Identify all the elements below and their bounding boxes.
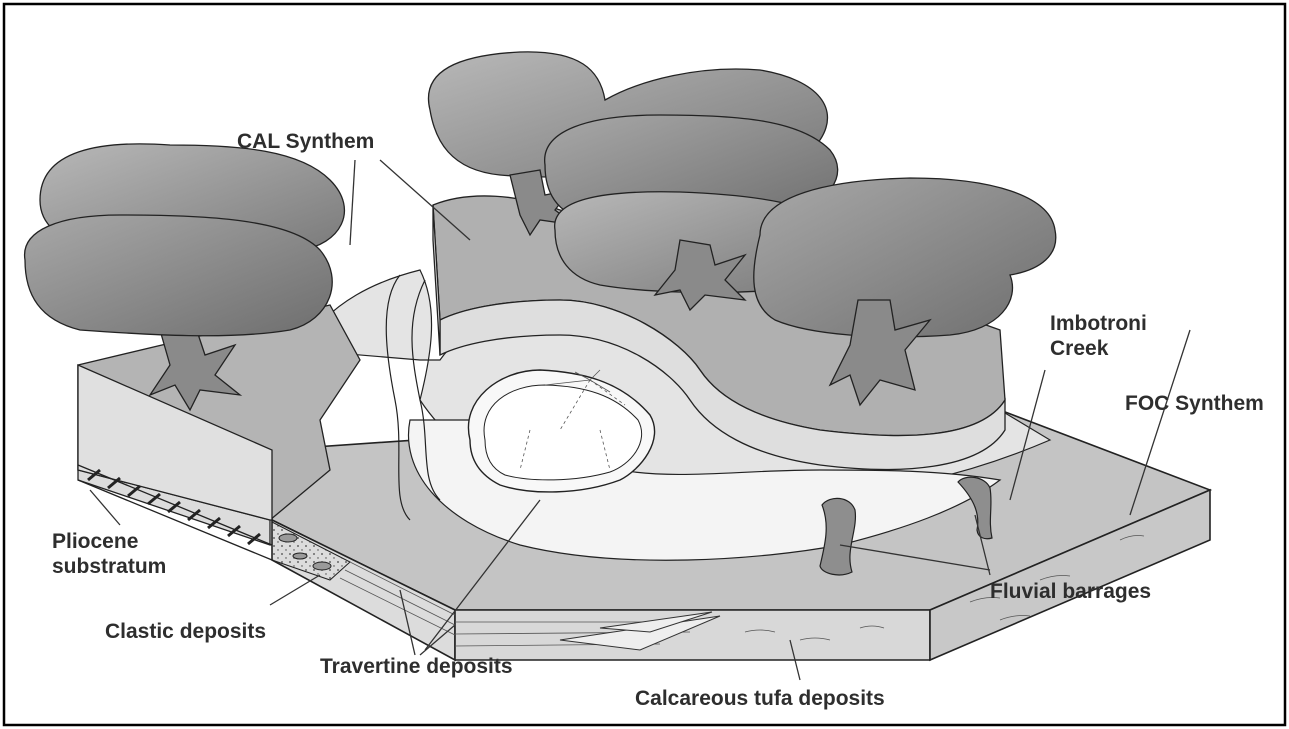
label-clastic-deposits: Clastic deposits — [105, 620, 266, 643]
label-foc-synthem: FOC Synthem — [1125, 392, 1264, 415]
label-pliocene-line2: substratum — [52, 555, 166, 578]
label-pliocene-line1: Pliocene — [52, 530, 138, 553]
label-cal-synthem: CAL Synthem — [237, 130, 374, 153]
label-travertine-deposits: Travertine deposits — [320, 655, 513, 678]
fluvial-barrage-1 — [820, 498, 855, 575]
tree1-canopy-front — [25, 215, 333, 336]
label-calcareous-tufa: Calcareous tufa deposits — [635, 687, 885, 710]
label-fluvial-barrages: Fluvial barrages — [990, 580, 1151, 603]
label-imbotroni-line2: Creek — [1050, 337, 1109, 360]
label-imbotroni-line1: Imbotroni — [1050, 312, 1147, 335]
